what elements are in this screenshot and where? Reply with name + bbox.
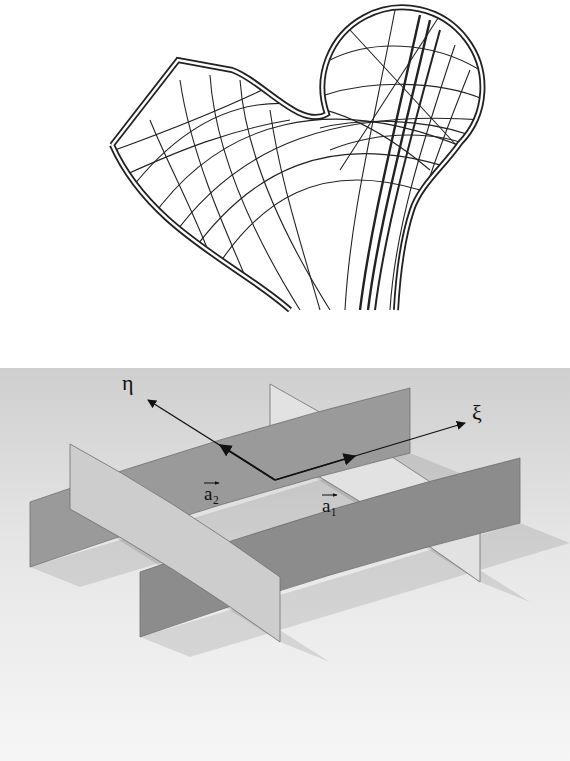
lattice-plates <box>30 384 520 642</box>
axis-label: a₁ <box>322 496 337 515</box>
femur-drawing <box>112 7 485 310</box>
ground-panel <box>0 368 570 761</box>
axis-label: ξ <box>472 402 482 424</box>
vector-accent <box>204 483 337 495</box>
axis-label: η <box>122 372 134 394</box>
axis-arrows <box>148 400 465 480</box>
axis-label: a₂ <box>204 484 219 503</box>
